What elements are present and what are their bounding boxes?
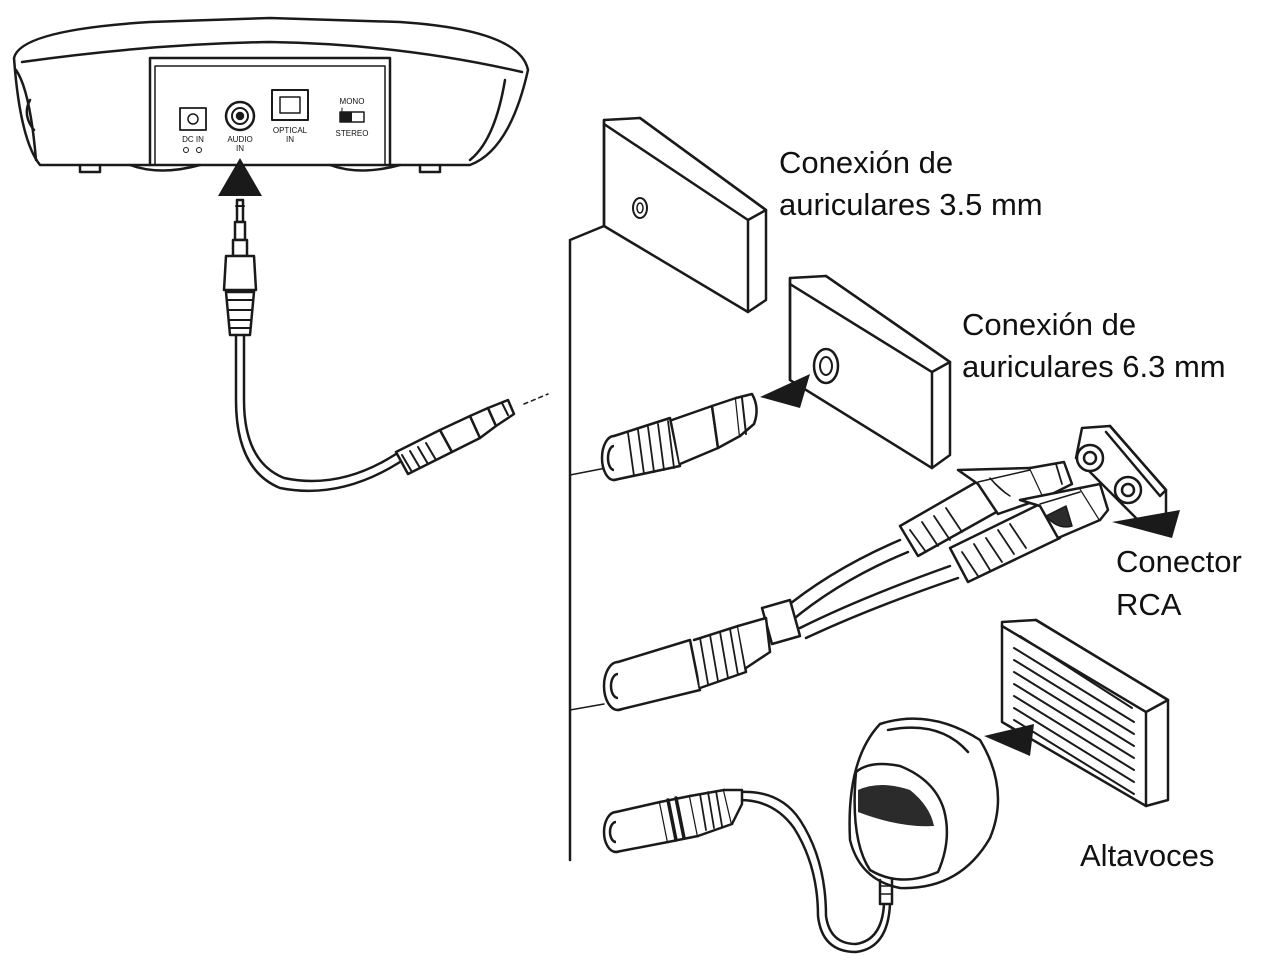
speaker-puck [738, 717, 1000, 954]
adapter-6-3mm-plug [600, 392, 758, 482]
transmitter-device: DC IN AUDIO IN OPTICAL IN MONO STEREO [12, 16, 530, 174]
label-rca-line2: RCA [1116, 587, 1182, 622]
jack-3-5mm-block [602, 116, 768, 314]
label-speakers: Altavoces [1080, 838, 1215, 873]
optical-in-label-top: OPTICAL [273, 126, 308, 135]
arrow-into-rca [1112, 510, 1180, 538]
rca-plugs [760, 460, 1110, 646]
arrow-into-audio-in [218, 158, 262, 196]
rca-adapter-plug [602, 616, 772, 712]
mono-label: MONO [340, 97, 365, 106]
label-jack-6-3mm-line2: auriculares 6.3 mm [962, 349, 1226, 384]
arrow-into-6-3mm-jack [760, 374, 810, 408]
audio-in-label-top: AUDIO [227, 135, 252, 144]
optical-in-label-bottom: IN [286, 135, 294, 144]
label-jack-3-5mm-line2: auriculares 3.5 mm [779, 187, 1043, 222]
cable-3-5mm-plug [222, 198, 402, 493]
speaker-grille [1000, 618, 1170, 808]
arrow-into-speaker [984, 724, 1034, 756]
speaker-adapter-plug [602, 788, 744, 854]
stereo-label: STEREO [336, 129, 369, 138]
rca-socket-plate [1074, 424, 1168, 524]
label-rca-line1: Conector [1116, 544, 1242, 579]
label-jack-3-5mm-line1: Conexión de [779, 145, 954, 180]
cable-horizontal-plug [394, 393, 549, 476]
dc-in-label: DC IN [182, 135, 204, 144]
wall-panel [568, 224, 607, 862]
label-jack-6-3mm-line1: Conexión de [962, 307, 1137, 342]
audio-in-label-bottom: IN [236, 144, 244, 153]
jack-6-3mm-block [788, 274, 952, 470]
